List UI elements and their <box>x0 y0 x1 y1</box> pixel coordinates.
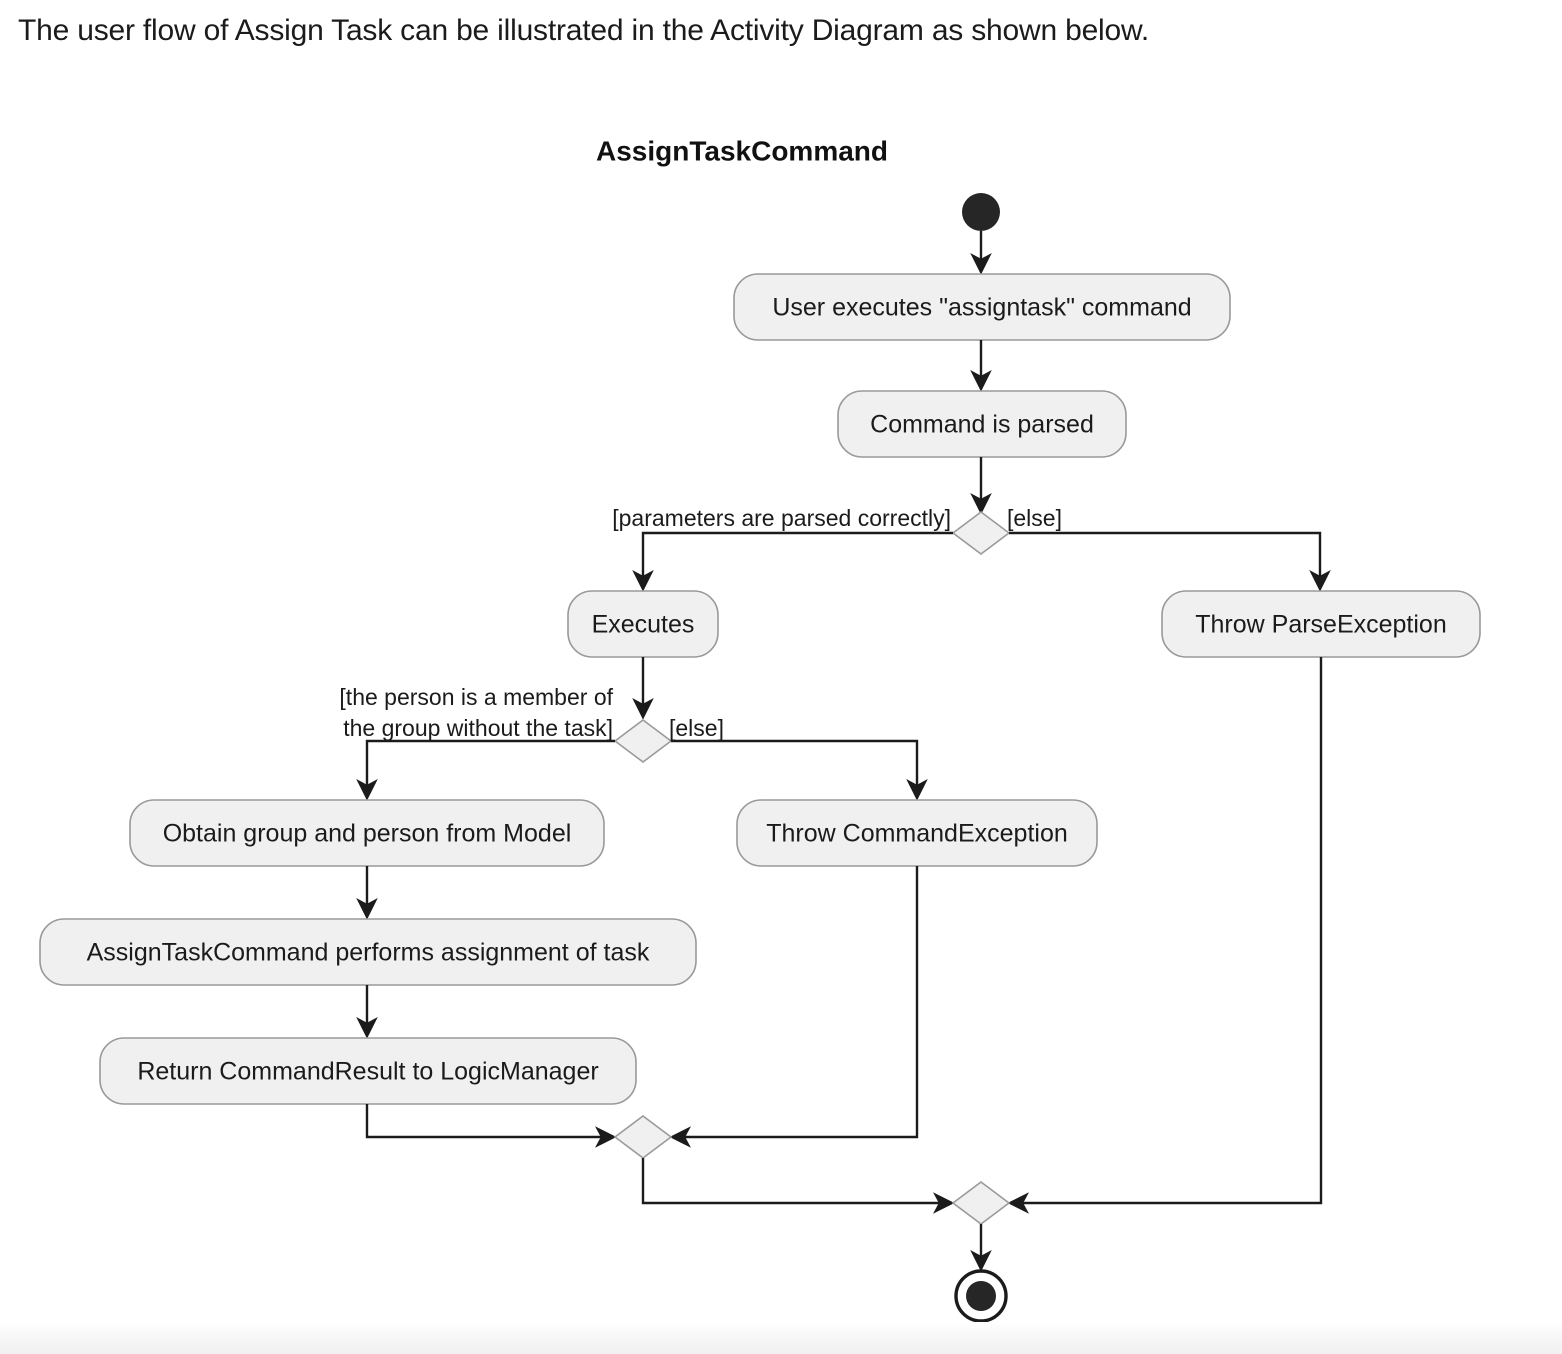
activity-command-is-parsed-label: Command is parsed <box>870 411 1094 439</box>
guard-person-member-line2: the group without the task] <box>343 715 613 741</box>
guard-person-member-else: [else] <box>669 715 724 741</box>
flow-d1-yes-to-executes <box>632 531 953 592</box>
activity-executes-label: Executes <box>592 611 695 639</box>
intro-paragraph: The user flow of Assign Task can be illu… <box>18 14 1149 47</box>
bottom-edge-shadow <box>0 1322 1562 1354</box>
flow-d2-yes-to-obtain-group <box>356 739 615 801</box>
activity-obtain-group-and-person-label: Obtain group and person from Model <box>163 820 572 848</box>
flow-a7-to-merge1 <box>365 1104 617 1148</box>
activity-performs-assignment-label: AssignTaskCommand performs assignment of… <box>87 939 650 967</box>
flow-parseexception-to-merge2 <box>1007 657 1323 1214</box>
decision-person-member-of-group <box>613 719 673 763</box>
activity-user-executes-command-label: User executes "assigntask" command <box>772 294 1191 322</box>
activity-throw-commandexception-label: Throw CommandException <box>766 820 1068 848</box>
guard-parameters-parsed-correctly: [parameters are parsed correctly] <box>612 505 951 531</box>
end-node <box>966 1281 996 1311</box>
activity-throw-parseexception-label: Throw ParseException <box>1195 611 1447 639</box>
diagram-title: AssignTaskCommand <box>596 135 888 166</box>
flow-a8-to-merge1 <box>669 866 919 1148</box>
activity-diagram-container: AssignTaskCommand User executes "assignt… <box>0 68 1562 1326</box>
activity-diagram-svg: AssignTaskCommand User executes "assignt… <box>39 135 1481 1323</box>
end-node-ring <box>954 1269 1008 1323</box>
start-node <box>962 193 1000 231</box>
merge-node-1 <box>613 1115 673 1159</box>
merge-node-2 <box>951 1181 1011 1225</box>
flow-d2-else-to-commandexception <box>671 739 928 801</box>
flow-d1-else-to-parseexception <box>1009 531 1331 592</box>
activity-return-commandresult-label: Return CommandResult to LogicManager <box>137 1058 598 1086</box>
left-margin-rail <box>0 68 14 1354</box>
guard-parameters-else: [else] <box>1007 505 1062 531</box>
flow-merge1-to-merge2 <box>641 1158 955 1214</box>
decision-parameters-parsed <box>951 511 1011 555</box>
guard-person-member-line1: [the person is a member of <box>339 684 613 710</box>
